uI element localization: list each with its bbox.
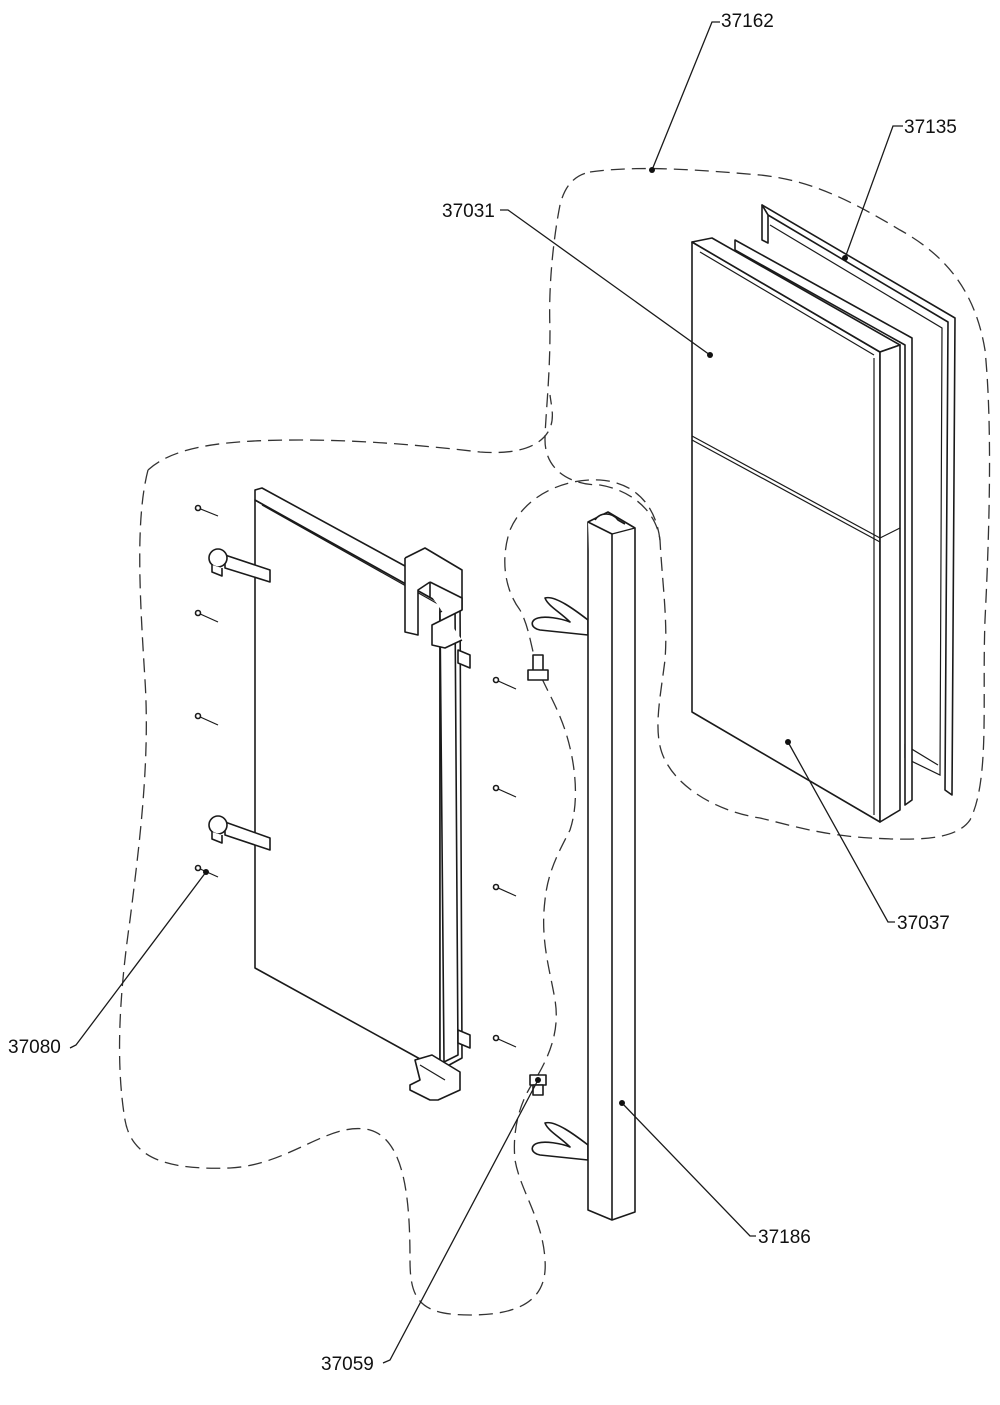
rail-tab-upper	[457, 649, 471, 669]
hinge-arm-lower	[208, 815, 271, 851]
leader-dot-37162	[649, 167, 655, 173]
hinge-channel-part	[587, 511, 636, 1221]
leader-dot-37186	[619, 1100, 625, 1106]
callout-37031: 37031	[442, 201, 495, 222]
lower-bracket	[409, 1054, 461, 1101]
leader-dot-37135	[842, 255, 848, 261]
hinge-plate-upper	[531, 596, 589, 636]
callout-37162: 37162	[721, 11, 774, 32]
back-panel-layer	[734, 239, 913, 806]
leader-37031	[500, 209, 711, 356]
group-boundary-middle	[504, 479, 661, 611]
group-boundary-left	[147, 394, 554, 471]
leader-dot-37059	[535, 1077, 541, 1083]
rail-tab-lower	[457, 1029, 471, 1049]
hinge-plate-lower	[531, 1121, 589, 1161]
panel-assembly-front	[691, 237, 901, 823]
leader-dot-37037	[785, 739, 791, 745]
callout-37059: 37059	[321, 1354, 374, 1375]
pin-set-middle	[492, 676, 517, 1048]
leader-37037	[787, 741, 895, 923]
leader-37080	[69, 871, 207, 1049]
upper-bracket	[404, 547, 463, 649]
leader-37186	[621, 1102, 756, 1237]
outer-frame-part	[761, 204, 956, 796]
callout-37135: 37135	[904, 117, 957, 138]
callout-37080: 37080	[8, 1037, 61, 1058]
hinge-arm-upper	[208, 548, 271, 583]
bushing-upper	[527, 654, 549, 681]
callout-37037: 37037	[897, 913, 950, 934]
leader-dot-37031	[707, 352, 713, 358]
leader-37059	[382, 1079, 539, 1364]
pin-set-left	[194, 504, 219, 878]
leader-37135	[844, 125, 903, 259]
group-boundary-left-body	[118, 469, 577, 1316]
group-boundary-right	[544, 167, 991, 840]
leader-37162	[651, 21, 720, 171]
leader-dot-37080	[203, 869, 209, 875]
callout-37186: 37186	[758, 1227, 811, 1248]
door-panel-left	[254, 487, 463, 1071]
